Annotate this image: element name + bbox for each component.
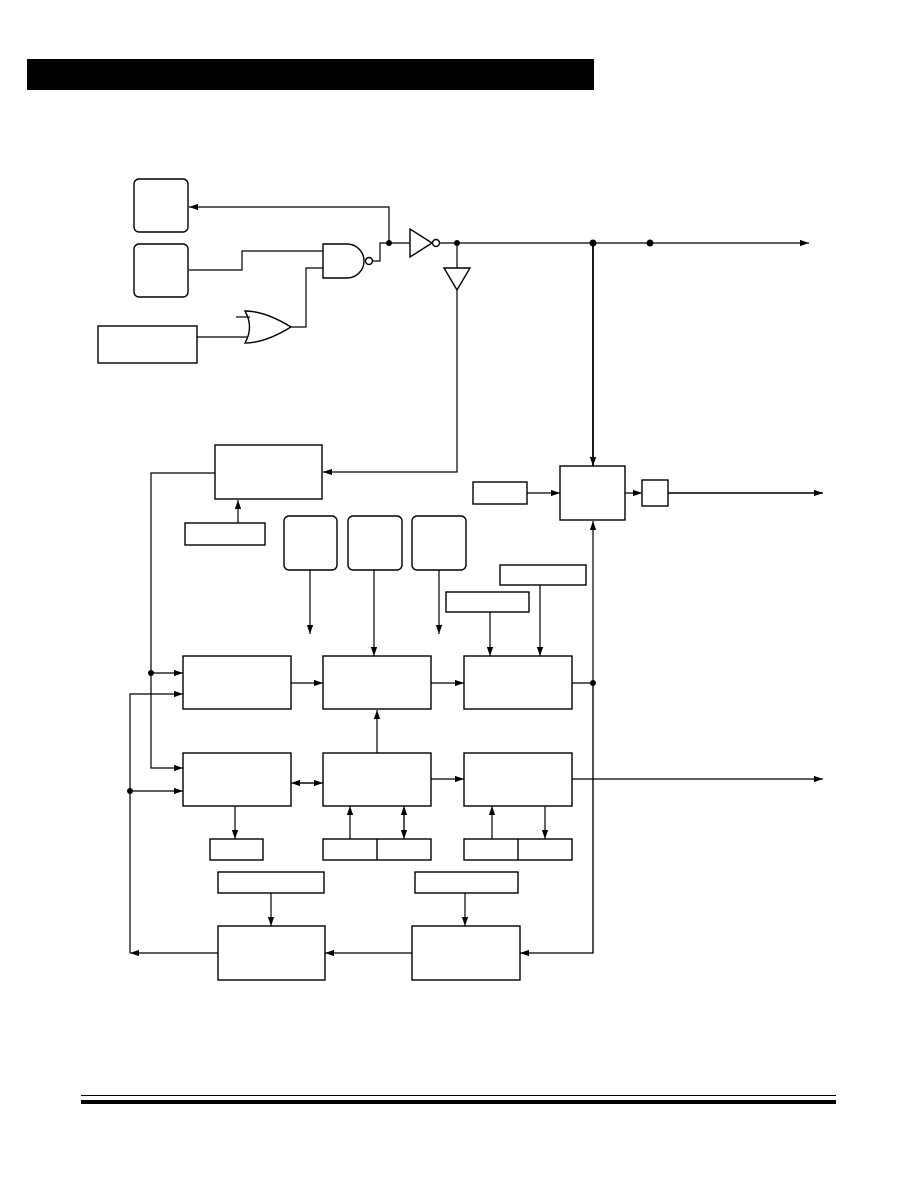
small-out-1 <box>209 838 264 861</box>
small-box-b <box>347 515 403 571</box>
or-gate <box>243 310 293 344</box>
footer-rule-thick <box>81 1100 836 1104</box>
row1-block-1 <box>182 655 292 710</box>
top-box-1 <box>133 178 189 233</box>
inverter <box>409 227 434 259</box>
header-bar <box>27 59 594 90</box>
small-box-a <box>283 515 338 571</box>
row1-block-2 <box>322 655 432 710</box>
small-box-c <box>411 515 467 571</box>
nand-bubble <box>364 256 374 266</box>
mux-input-label-box <box>472 481 528 505</box>
label-box-right-bottom <box>445 591 530 613</box>
row2-block-2 <box>322 752 432 807</box>
bottom-label-right-box <box>414 871 519 894</box>
top-box-2 <box>133 243 189 298</box>
nand-gate <box>322 243 365 279</box>
upper-block <box>214 444 323 500</box>
bottom-label-left-box <box>217 871 325 894</box>
bottom-block-right <box>411 925 521 981</box>
row2-block-1 <box>182 752 292 807</box>
row1-block-3 <box>463 655 573 710</box>
bottom-block-left <box>217 925 326 981</box>
output-register <box>641 479 669 507</box>
upper-label-box <box>184 522 266 546</box>
mux-block <box>559 465 626 521</box>
footer-rule-thin <box>81 1095 836 1096</box>
inverter-bubble <box>431 238 441 248</box>
junction-dots <box>127 239 654 794</box>
buffer-triangle <box>442 267 472 292</box>
row2-block-3 <box>463 752 573 807</box>
input-box <box>97 325 198 364</box>
label-box-right-top <box>499 564 587 586</box>
